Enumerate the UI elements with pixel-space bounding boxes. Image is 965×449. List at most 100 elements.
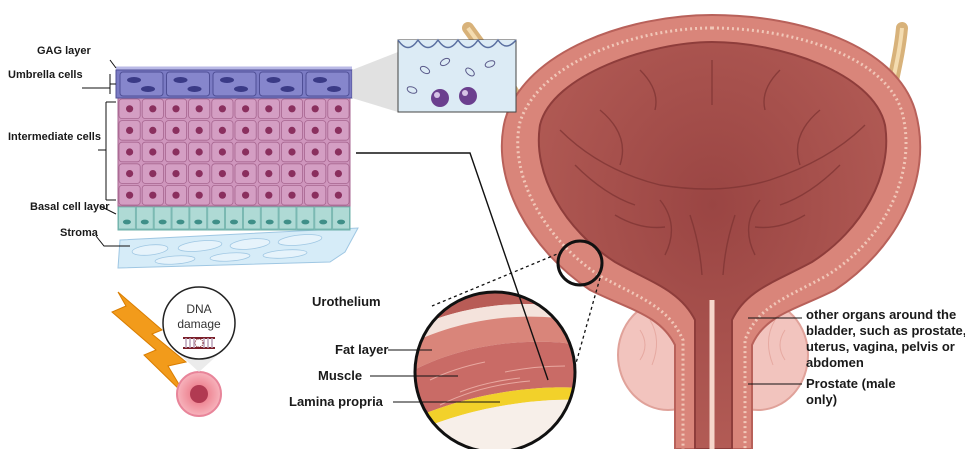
umbrella-cells-label: Umbrella cells — [8, 69, 83, 81]
basal-cell — [261, 207, 278, 229]
intermediate-cell-nucleus — [335, 105, 342, 112]
umbrella-cell-nucleus — [174, 77, 188, 83]
intermediate-cell-nucleus — [149, 170, 156, 177]
intermediate-cell-nucleus — [196, 105, 203, 112]
intermediate-cell-nucleus — [126, 170, 133, 177]
intermediate-cell-nucleus — [288, 170, 295, 177]
intermediate-cell-nucleus — [172, 170, 179, 177]
umbrella-cell — [260, 72, 303, 96]
intermediate-cell-nucleus — [265, 105, 272, 112]
basal-cell-nucleus — [141, 220, 149, 225]
intermediate-cell-nucleus — [312, 127, 319, 134]
umbrella-cell-nucleus — [267, 77, 281, 83]
intermediate-cell-nucleus — [126, 192, 133, 199]
intermediate-cell-nucleus — [126, 127, 133, 134]
umbrella-cell — [306, 72, 349, 96]
intermediate-cell-nucleus — [288, 105, 295, 112]
intermediate-cell-nucleus — [242, 148, 249, 155]
intermediate-cell-nucleus — [242, 127, 249, 134]
damage-label: damage — [177, 317, 221, 331]
intermediate-cells-label: Intermediate cells — [8, 131, 101, 143]
basal-cell-nucleus — [284, 220, 292, 225]
intermediate-cell-nucleus — [265, 192, 272, 199]
intermediate-cell-nucleus — [149, 148, 156, 155]
basal-cell — [154, 207, 171, 229]
intermediate-cell-nucleus — [126, 105, 133, 112]
intermediate-cell-nucleus — [126, 148, 133, 155]
intermediate-cell-nucleus — [219, 192, 226, 199]
intermediate-cell-nucleus — [242, 105, 249, 112]
intermediate-cell-nucleus — [219, 127, 226, 134]
wall-zoom-circle — [410, 290, 580, 449]
basal-cell — [315, 207, 332, 229]
urothelium-label: Urothelium — [312, 294, 381, 309]
fat-layer-label: Fat layer — [335, 342, 388, 357]
intermediate-cell-nucleus — [196, 192, 203, 199]
intermediate-cell-nucleus — [219, 148, 226, 155]
intermediate-cell-nucleus — [335, 127, 342, 134]
gag-magnified-inset — [352, 40, 516, 112]
other-organs-label: other organs around the bladder, such as… — [806, 307, 965, 370]
intermediate-cell-nucleus — [312, 105, 319, 112]
umbrella-cell-nucleus — [313, 77, 327, 83]
intermediate-cell-nucleus — [265, 127, 272, 134]
umbrella-cell-nucleus — [127, 77, 141, 83]
umbrella-cell-nucleus — [281, 86, 295, 92]
basal-cell — [119, 207, 136, 229]
basal-cell-nucleus — [266, 220, 274, 225]
intermediate-cell-nucleus — [335, 148, 342, 155]
intermediate-cell-nucleus — [242, 170, 249, 177]
basal-cell — [208, 207, 225, 229]
intermediate-cell-nucleus — [242, 192, 249, 199]
intermediate-cell-nucleus — [219, 170, 226, 177]
umbrella-cell-nucleus — [234, 86, 248, 92]
intermediate-cell-nucleus — [265, 170, 272, 177]
basal-cell — [333, 207, 350, 229]
intermediate-cell-nucleus — [172, 192, 179, 199]
intermediate-cell-nucleus — [196, 170, 203, 177]
stroma-label: Stroma — [60, 227, 99, 239]
basal-cell — [243, 207, 260, 229]
intermediate-cell-nucleus — [149, 105, 156, 112]
umbrella-cell-nucleus — [327, 86, 341, 92]
umbrella-cell — [167, 72, 210, 96]
muscle-label: Muscle — [318, 368, 362, 383]
intermediate-cell-nucleus — [335, 170, 342, 177]
lamina-propria-label: Lamina propria — [289, 394, 384, 409]
basal-cell-layer-label: Basal cell layer — [30, 201, 110, 213]
basal-cell — [190, 207, 207, 229]
intermediate-cell-nucleus — [149, 192, 156, 199]
intermediate-cell-nucleus — [219, 105, 226, 112]
basal-cell-nucleus — [337, 220, 345, 225]
intermediate-cell-nucleus — [196, 148, 203, 155]
intermediate-cell-nucleus — [288, 192, 295, 199]
basal-cell — [226, 207, 243, 229]
basal-cell-nucleus — [194, 220, 202, 225]
intermediate-cell-nucleus — [312, 148, 319, 155]
basal-cell-nucleus — [159, 220, 167, 225]
intermediate-cell-nucleus — [149, 127, 156, 134]
basal-cell — [279, 207, 296, 229]
intermediate-cell-nucleus — [196, 127, 203, 134]
intermediate-cell-nucleus — [335, 192, 342, 199]
umbrella-cell-nucleus — [220, 77, 234, 83]
urothelium-cross-section — [116, 68, 358, 268]
gag-layer-label: GAG layer — [37, 45, 92, 57]
basal-cell — [172, 207, 189, 229]
intermediate-cell-nucleus — [172, 127, 179, 134]
basal-cell-nucleus — [212, 220, 220, 225]
dna-label: DNA — [186, 302, 211, 316]
basal-cell-nucleus — [248, 220, 256, 225]
basal-cell-nucleus — [123, 220, 131, 225]
umbrella-cell-nucleus — [141, 86, 155, 92]
umbrella-cell — [213, 72, 256, 96]
basal-cell — [136, 207, 153, 229]
intermediate-cell-nucleus — [265, 148, 272, 155]
intermediate-cell-nucleus — [288, 148, 295, 155]
intermediate-cell-nucleus — [172, 148, 179, 155]
basal-cell-nucleus — [176, 220, 184, 225]
basal-cell-nucleus — [301, 220, 309, 225]
prostate-label: Prostate (male only) — [806, 376, 899, 407]
intermediate-cell-nucleus — [172, 105, 179, 112]
